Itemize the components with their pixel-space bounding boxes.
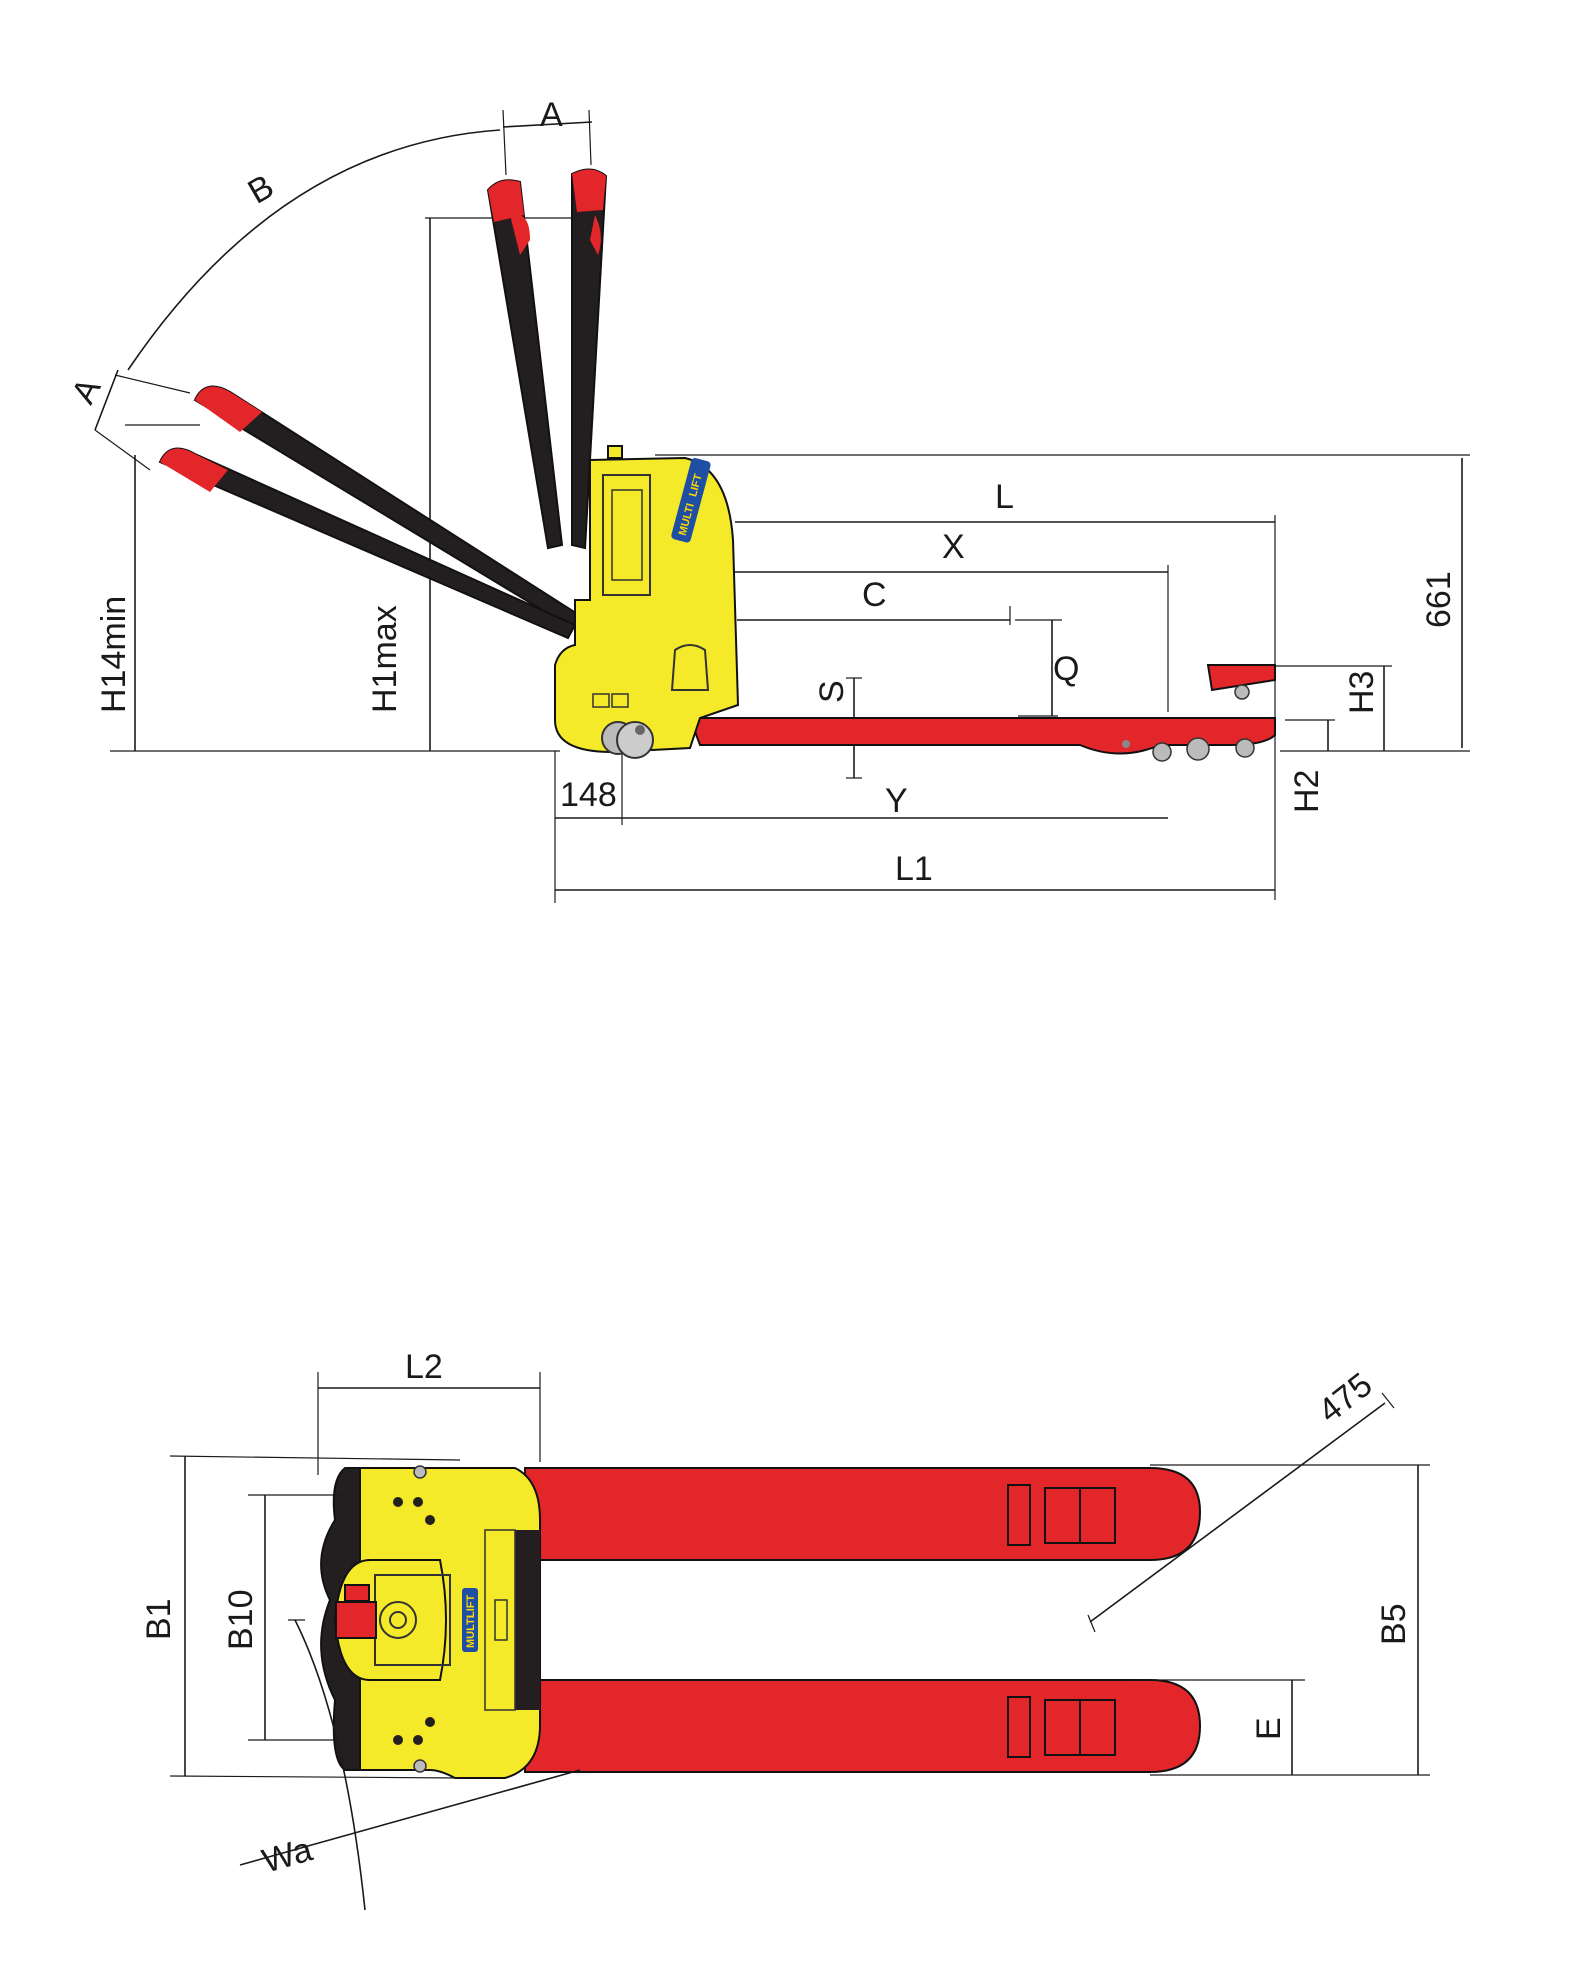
- label-b5: B5: [1375, 1603, 1413, 1645]
- label-l: L: [995, 478, 1014, 516]
- side-dimension-lines: [94, 109, 1470, 903]
- side-power-unit: MULTI LIFT: [554, 445, 740, 759]
- side-fork: [688, 664, 1276, 762]
- label-148: 148: [560, 776, 617, 814]
- label-b: B: [242, 167, 281, 211]
- label-b10: B10: [222, 1590, 260, 1651]
- label-b1: B1: [140, 1598, 178, 1640]
- label-l2: L2: [405, 1348, 443, 1386]
- top-power-unit: MULTI LIFT: [320, 1465, 541, 1779]
- multilift-logo: MULTI LIFT: [671, 458, 711, 543]
- label-a-side: A: [64, 372, 108, 410]
- handle-lowered-positions: [158, 385, 584, 640]
- label-e: E: [1250, 1717, 1288, 1740]
- label-475: 475: [1311, 1366, 1379, 1431]
- svg-text:MULTI: MULTI: [465, 1615, 477, 1648]
- label-x: X: [942, 528, 965, 566]
- top-dimension-lines: [169, 1372, 1430, 1911]
- label-h14min: H14min: [95, 596, 133, 713]
- handle-upright-positions: [486, 168, 608, 550]
- label-661: 661: [1420, 571, 1458, 628]
- label-a-top: A: [540, 96, 563, 134]
- top-forks: [524, 1467, 1202, 1773]
- multilift-logo-top: MULTI LIFT: [462, 1588, 478, 1652]
- label-q: Q: [1053, 650, 1079, 688]
- label-s: S: [813, 680, 851, 703]
- side-labels: A B A H14min H1max L X C Q S H3 H2 661 1…: [64, 96, 1458, 888]
- label-l1: L1: [895, 850, 933, 888]
- label-h2: H2: [1288, 770, 1326, 813]
- svg-text:LIFT: LIFT: [465, 1595, 477, 1618]
- load-roller-cutout-upper: [1007, 1484, 1116, 1546]
- load-roller-cutout-lower: [1007, 1696, 1116, 1758]
- label-h3: H3: [1343, 671, 1381, 714]
- label-h1max: H1max: [366, 605, 404, 713]
- label-y: Y: [885, 782, 908, 820]
- side-view: MULTI LIFT A B A H14min H1max L X C Q S …: [64, 96, 1470, 903]
- top-view: MULTI LIFT: [140, 1348, 1430, 1911]
- svg-text:LIFT: LIFT: [687, 472, 705, 498]
- label-wa: Wa: [258, 1830, 316, 1880]
- label-c: C: [862, 576, 887, 614]
